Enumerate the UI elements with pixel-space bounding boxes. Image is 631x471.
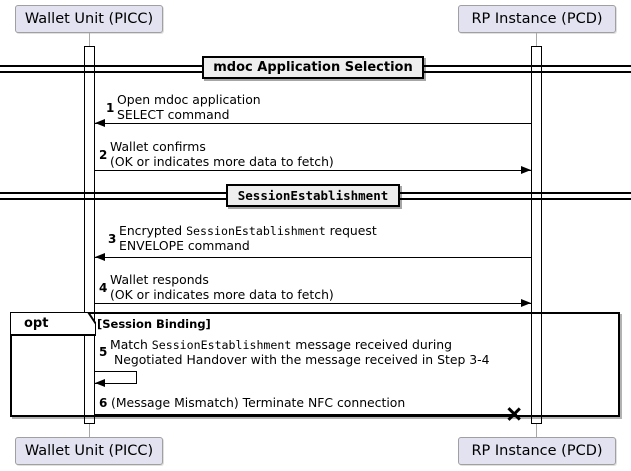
message-arrowhead-5 [95, 379, 105, 387]
participant-box-wallet-top[interactable]: Wallet Unit (PICC) [15, 5, 163, 33]
participant-box-rp-top[interactable]: RP Instance (PCD) [458, 5, 616, 33]
message-label-4: Wallet responds(OK or indicates more dat… [110, 272, 334, 302]
section-title-mdoc-label: mdoc Application Selection [213, 60, 413, 75]
destroy-marker-icon-rp [506, 406, 522, 422]
message-arrowhead-3 [95, 252, 105, 261]
message-number-3: 3 [108, 232, 117, 246]
lifeline-wallet-bottom-stub [89, 424, 90, 437]
section-title-session-label: SessionEstablishment [237, 188, 389, 203]
activation-bar-rp [531, 46, 542, 424]
message-label-6: (Message Mismatch) Terminate NFC connect… [111, 395, 406, 411]
message-number-4: 4 [99, 281, 108, 295]
message-arrowhead-1 [95, 118, 105, 127]
section-title-session-establishment: SessionEstablishment [226, 184, 400, 207]
opt-fragment-tab-shape [10, 312, 96, 336]
message-arrow-line-3 [95, 257, 532, 258]
message-self-loop-5 [95, 371, 137, 384]
participant-box-wallet-bottom[interactable]: Wallet Unit (PICC) [15, 437, 163, 465]
message-label-2: Wallet confirms(OK or indicates more dat… [110, 139, 334, 169]
message-label-5: Match SessionEstablishment message recei… [110, 337, 490, 367]
message-label-2-line-1: Wallet confirms [110, 139, 206, 154]
participant-box-rp-bottom[interactable]: RP Instance (PCD) [458, 437, 616, 465]
message-label-1-line-2: SELECT command [117, 106, 230, 122]
message-label-6-line-1: (Message Mismatch) Terminate NFC connect… [111, 395, 406, 410]
opt-fragment-frame [10, 312, 620, 417]
opt-guard-text: [Session Binding] [97, 317, 211, 331]
message-number-1: 1 [106, 101, 115, 115]
section-title-mdoc-application-selection: mdoc Application Selection [202, 56, 424, 79]
message-label-5-line-1: Match SessionEstablishment message recei… [110, 337, 452, 352]
message-arrow-line-1 [95, 123, 532, 124]
message-number-6: 6 [99, 396, 108, 410]
lifeline-rp-bottom-stub [536, 424, 537, 437]
message-arrow-line-4 [95, 303, 531, 304]
message-arrowhead-2 [521, 165, 531, 174]
participant-label-rp-top: RP Instance (PCD) [471, 11, 603, 27]
message-arrow-line-6 [95, 414, 517, 415]
participant-label-wallet-bottom: Wallet Unit (PICC) [24, 443, 154, 459]
lifeline-wallet-top-stub [89, 33, 90, 46]
opt-fragment-guard-label: [Session Binding] [97, 317, 211, 331]
participant-label-rp-bottom: RP Instance (PCD) [471, 443, 603, 459]
message-label-3-line-2: ENVELOPE command [119, 237, 250, 253]
participant-label-wallet-top: Wallet Unit (PICC) [24, 11, 154, 27]
message-label-4-line-2: (OK or indicates more data to fetch) [110, 286, 334, 302]
message-label-3-line-1: Encrypted SessionEstablishment request [119, 223, 377, 238]
activation-bar-wallet [84, 46, 95, 424]
message-arrow-line-2 [95, 170, 531, 171]
opt-operator-text: opt [24, 316, 49, 331]
opt-fragment-operator-label: opt [10, 312, 88, 335]
message-label-1-line-1: Open mdoc application [117, 92, 261, 107]
message-label-4-line-1: Wallet responds [110, 272, 209, 287]
message-label-2-line-2: (OK or indicates more data to fetch) [110, 153, 334, 169]
message-arrowhead-4 [521, 298, 531, 307]
message-label-5-line-2: Negotiated Handover with the message rec… [110, 351, 490, 367]
message-number-2: 2 [99, 148, 108, 162]
message-number-5: 5 [99, 345, 108, 359]
lifeline-rp-top-stub [536, 33, 537, 46]
